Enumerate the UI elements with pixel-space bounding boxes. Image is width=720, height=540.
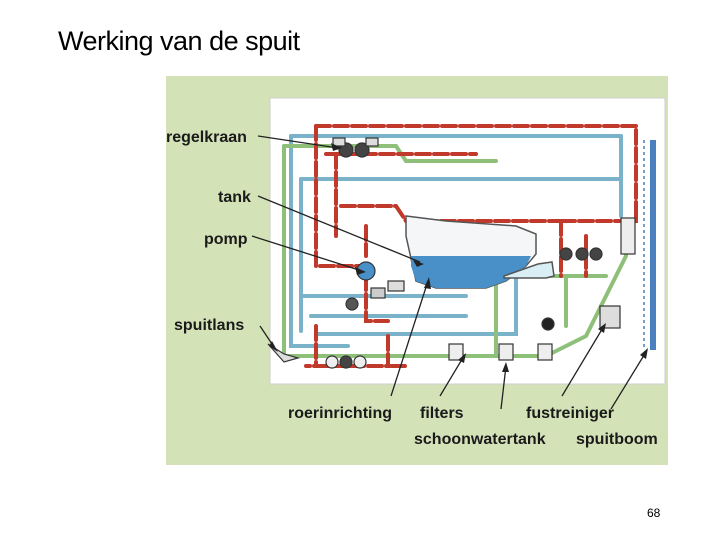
label-regelkraan: regelkraan bbox=[166, 129, 247, 146]
label-roerinrichting: roerinrichting bbox=[288, 405, 392, 422]
spray-lance bbox=[267, 343, 301, 363]
label-spuitlans: spuitlans bbox=[174, 317, 244, 334]
tank bbox=[405, 215, 555, 289]
warning-indicator bbox=[541, 317, 555, 331]
filter bbox=[448, 343, 464, 361]
sprayer-diagram: regelkraan tank pomp spuitlans roerinric… bbox=[166, 76, 668, 465]
return-lines bbox=[289, 134, 623, 348]
label-fustreiniger: fustreiniger bbox=[526, 405, 614, 422]
label-pomp: pomp bbox=[204, 231, 248, 248]
components bbox=[267, 137, 636, 369]
slide-title: Werking van de spuit bbox=[58, 26, 300, 56]
label-tank: tank bbox=[218, 189, 251, 206]
label-schoonwatertank: schoonwatertank bbox=[414, 431, 546, 448]
spray-boom bbox=[643, 140, 656, 350]
label-spuitboom: spuitboom bbox=[576, 431, 658, 448]
tank-liquid bbox=[411, 256, 531, 288]
drum-cleaner bbox=[599, 305, 621, 329]
clean-water-tank bbox=[503, 261, 555, 279]
page-number: 68 bbox=[647, 506, 661, 520]
arrow-heads bbox=[269, 143, 648, 372]
label-filters: filters bbox=[420, 405, 464, 422]
